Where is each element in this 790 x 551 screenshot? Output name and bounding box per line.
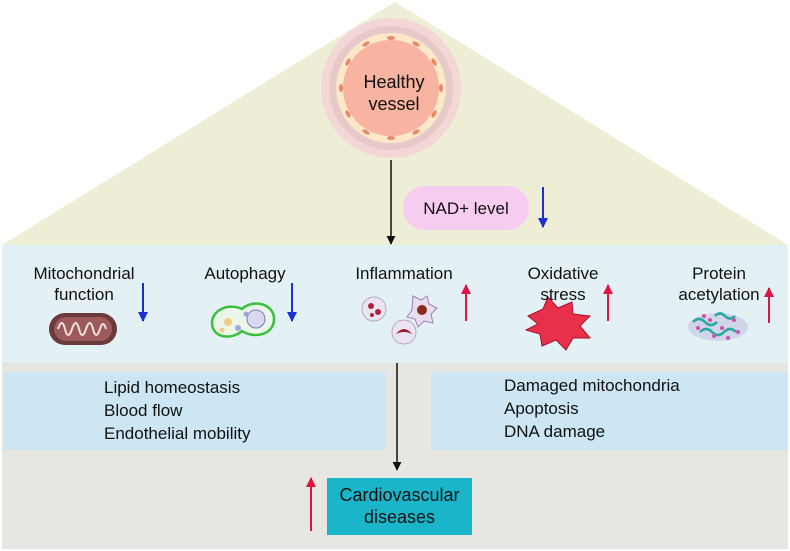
list-item: DNA damage xyxy=(504,422,606,441)
list-item: Damaged mitochondria xyxy=(504,376,680,395)
decreased-effects-panel: Lipid homeostasis Blood flow Endothelial… xyxy=(4,372,386,450)
list-item: Apoptosis xyxy=(504,399,579,418)
nad-level-pill: NAD+ level xyxy=(403,186,529,230)
factor-label-inflammation: Inflammation xyxy=(355,264,453,283)
factor-band xyxy=(2,245,788,362)
increased-effects-list: Damaged mitochondria Apoptosis DNA damag… xyxy=(504,374,680,443)
oxidative-burst-icon xyxy=(524,296,592,351)
factor-label-autophagy: Autophagy xyxy=(204,264,286,283)
mitochondrion-icon xyxy=(49,313,117,345)
autophagosome-icon xyxy=(210,302,276,338)
list-item: Lipid homeostasis xyxy=(104,378,241,397)
factor-label-oxidative-stress: Oxidative stress xyxy=(527,264,599,304)
list-item: Blood flow xyxy=(104,401,183,420)
protein-aggregate-icon xyxy=(688,312,748,341)
factor-label-mitochondrial-function: Mitochondrial function xyxy=(33,264,135,304)
nad-level-label: NAD+ level xyxy=(423,199,509,218)
factor-label-protein-acetylation: Protein acetylation xyxy=(678,264,760,304)
vessel-icon xyxy=(321,18,461,158)
increased-effects-panel: Damaged mitochondria Apoptosis DNA damag… xyxy=(431,372,788,450)
cardiovascular-diseases-box: Cardiovascular diseases xyxy=(327,478,472,535)
immune-cells-icon xyxy=(361,295,438,345)
list-item: Endothelial mobility xyxy=(104,424,251,443)
vessel-label: Healthy vessel xyxy=(363,72,425,114)
decreased-effects-list: Lipid homeostasis Blood flow Endothelial… xyxy=(104,376,250,445)
cardiovascular-diseases-label: Cardiovascular diseases xyxy=(339,485,460,527)
